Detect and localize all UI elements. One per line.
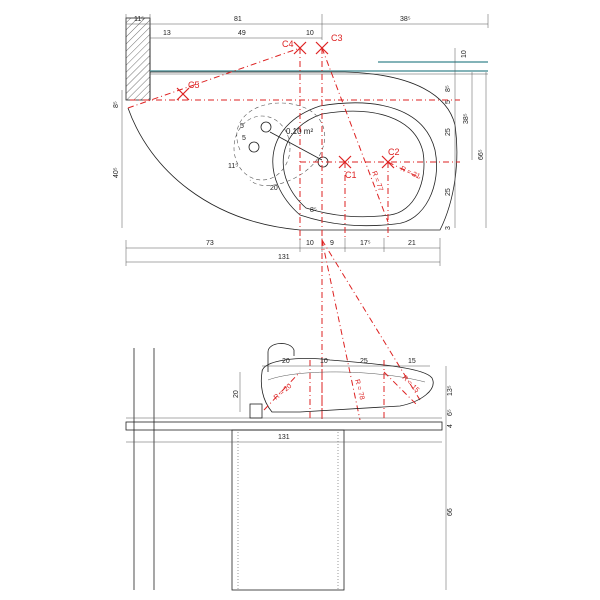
faucet-hole-icon [260,121,272,133]
dim-r3: 3 [445,226,452,230]
dim-r38: 38⁵ [463,113,470,124]
dim-49: 49 [238,30,246,37]
dim-b10: 10 [306,240,314,247]
label-c1: C1 [345,170,357,180]
dim-h13: 13⁵ [447,385,454,396]
dim-b73: 73 [206,240,214,247]
plan-view: 11⁵ 81 38⁵ 13 49 10 10 8⁵ 5 25 25 3 38⁵ … [113,14,489,266]
center-c4-marker [293,41,307,55]
dim-r66: 66⁵ [478,149,485,160]
pedestal [231,429,345,591]
dim-s5b: 5 [242,135,246,142]
dim-wall: 11⁵ [134,16,144,23]
dim-l40: 40⁵ [113,167,120,178]
dim-total-top: 131 [278,254,290,261]
dim-h6: 6⁵ [447,409,454,416]
dim-r25b: 25 [445,188,452,196]
dim-13: 13 [163,30,171,37]
label-c3: C3 [331,33,343,43]
dim-r8: 8⁵ [445,85,452,92]
center-c1-marker [338,155,352,169]
dim-r10: 10 [461,50,468,58]
radius-77-line [321,47,389,223]
dim-10: 10 [306,30,314,37]
elevation-view: 20 10 25 15 13⁵ 6⁵ 4 66 20 131 R = 20 R … [125,343,454,591]
dim-total-side: 131 [278,434,290,441]
dim-t25: 25 [360,358,368,365]
tap-hole-icon [248,141,260,153]
dim-b9: 9 [330,240,334,247]
dim-h20: 20 [233,390,240,398]
dim-right: 38⁵ [400,16,411,23]
dim-h66: 66 [447,508,454,516]
radius-20-label: R = 20 [273,383,294,402]
dim-b17: 17⁵ [360,240,371,247]
center-c3-marker [315,41,329,55]
dim-h4: 4 [447,424,454,428]
center-c2-marker [381,155,395,169]
countertop [125,421,443,431]
dim-r5: 5 [445,100,452,104]
dim-s20: 20 [270,185,278,192]
dim-s8: 8⁵ [310,207,317,214]
center-c5-marker [176,87,190,101]
radius-21-label: R = 21 [399,165,421,180]
label-c5: C5 [188,80,200,90]
basin-outline [127,71,458,231]
dim-main: 81 [234,16,242,23]
faucet-icon [267,343,295,372]
dim-t15: 15 [408,358,416,365]
label-c4: C4 [282,39,294,49]
dim-l8: 8⁵ [113,101,120,108]
dim-t10: 10 [320,358,328,365]
dim-b21: 21 [408,240,416,247]
label-c2: C2 [388,147,400,157]
dim-s11: 11⁵ [228,163,238,170]
dim-r25a: 25 [445,128,452,136]
dim-t20: 20 [282,358,290,365]
bowl-outline [272,102,437,227]
wall-section [125,17,151,101]
dim-s5a: 5 [240,123,244,130]
radius-77-label: R = 77 [370,170,384,192]
